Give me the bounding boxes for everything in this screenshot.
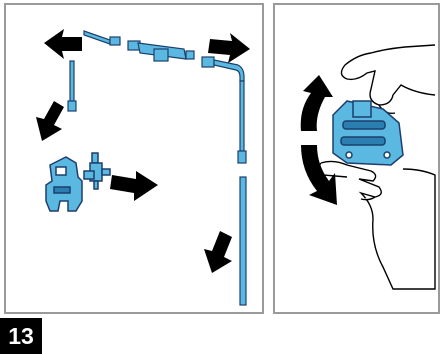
arrow-right-up: [208, 33, 250, 63]
arrow-down-left: [36, 101, 64, 141]
bracket-part: [45, 156, 83, 212]
tube-left-vertical: [67, 60, 77, 112]
arrow-down-right: [204, 231, 232, 273]
tube-assembly-upper: [83, 30, 245, 82]
left-illustration: [36, 29, 250, 306]
right-illustration-panel: [273, 3, 440, 314]
tube-lower-right: [239, 176, 247, 306]
arrow-rotate-down: [301, 145, 337, 205]
grip-part: [332, 100, 404, 166]
arrow-rotate-up: [300, 75, 333, 131]
left-illustration-panel: [4, 3, 264, 314]
hand-lower: [317, 160, 436, 290]
arrow-right-mid: [110, 171, 158, 201]
right-illustration: [300, 44, 436, 290]
step-number-badge: 13: [0, 318, 42, 354]
hand-upper: [340, 44, 436, 115]
arrow-left-up: [44, 29, 82, 59]
tube-right-vertical: [237, 80, 247, 164]
connector-part: [83, 152, 111, 190]
